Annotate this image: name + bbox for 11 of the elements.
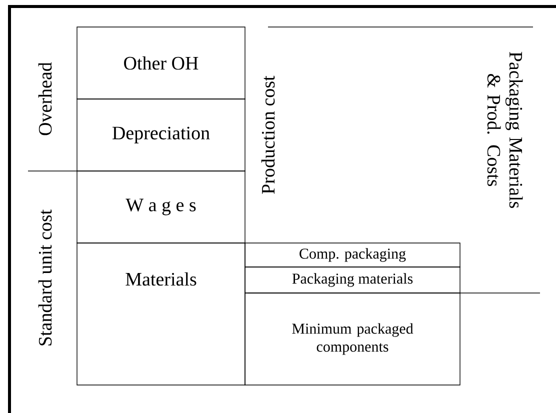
axis-label: Standard unit cost (38, 210, 52, 346)
cost-box: Minimum packaged components (244, 292, 460, 386)
axis-label: Overhead (38, 62, 52, 136)
cost-box: W a g e s (76, 170, 246, 244)
axis-label: Production cost (261, 76, 275, 194)
cost-box: Other OH (76, 26, 246, 100)
cost-box: Depreciation (76, 98, 246, 172)
cost-box: Packaging materials (244, 266, 460, 294)
axis-label: Packaging Materials & Prod. Costs (487, 52, 523, 208)
cost-box: Comp. packaging (244, 242, 460, 268)
cost-box: Materials (76, 242, 246, 386)
